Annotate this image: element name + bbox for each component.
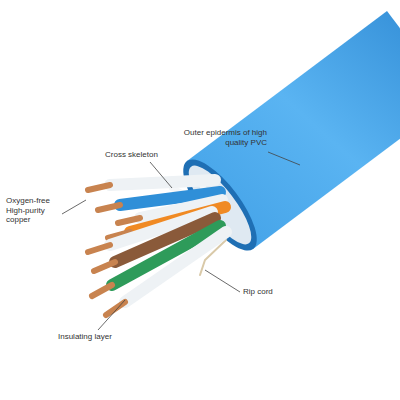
part-label: Insulating layer — [58, 332, 138, 342]
copper-core — [92, 285, 112, 296]
copper-core — [118, 218, 140, 223]
wire-white-green — [125, 232, 226, 302]
leader-line — [268, 152, 300, 165]
wire-white-blue — [110, 180, 215, 185]
copper-core — [88, 245, 110, 252]
part-label: Oxygen-free High-purity copper — [6, 196, 66, 225]
part-label: Rip cord — [243, 287, 303, 297]
leader-line — [205, 270, 240, 292]
part-label: Cross skeleton — [105, 150, 175, 160]
leader-line — [150, 162, 172, 188]
copper-core — [106, 302, 125, 315]
copper-core — [98, 205, 120, 210]
leader-line — [62, 200, 86, 214]
copper-core — [88, 185, 110, 190]
part-label: Outer epidermis of high quality PVC — [175, 128, 267, 147]
copper-core — [94, 262, 115, 271]
leader-line — [98, 300, 125, 330]
